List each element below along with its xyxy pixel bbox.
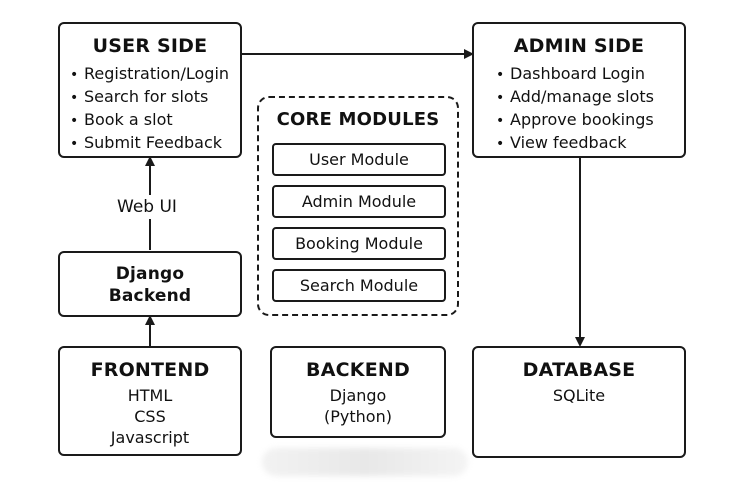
frontend-tech-list: HTML CSS Javascript: [60, 385, 240, 448]
list-item: CSS: [134, 407, 166, 426]
django-backend-line2: Backend: [108, 286, 192, 306]
list-item: SQLite: [552, 386, 606, 405]
core-modules-title: CORE MODULES: [276, 109, 440, 130]
database-title: DATABASE: [522, 359, 636, 381]
booking-module: Booking Module: [272, 227, 446, 260]
list-item: HTML: [127, 386, 173, 405]
database-tech-list: SQLite: [474, 385, 684, 406]
list-item: View feedback: [496, 132, 684, 155]
django-backend-line1: Django: [115, 264, 185, 284]
backend-title: BACKEND: [306, 359, 410, 381]
user-module: User Module: [272, 143, 446, 176]
backend-box: BACKEND Django (Python): [270, 346, 446, 438]
admin-module: Admin Module: [272, 185, 446, 218]
user-side-title: USER SIDE: [92, 35, 208, 57]
list-item: (Python): [324, 407, 392, 426]
user-side-box: USER SIDE Registration/Login Search for …: [58, 22, 242, 158]
search-module: Search Module: [272, 269, 446, 302]
admin-side-list: Dashboard Login Add/manage slots Approve…: [496, 63, 684, 155]
admin-side-box: ADMIN SIDE Dashboard Login Add/manage sl…: [472, 22, 686, 158]
backend-tech-list: Django (Python): [272, 385, 444, 427]
database-box: DATABASE SQLite: [472, 346, 686, 458]
frontend-title: FRONTEND: [90, 359, 210, 381]
admin-side-title: ADMIN SIDE: [513, 35, 645, 57]
list-item: Add/manage slots: [496, 86, 684, 109]
list-item: Search for slots: [70, 86, 240, 109]
list-item: Registration/Login: [70, 63, 240, 86]
web-ui-label: Web UI: [113, 195, 181, 219]
list-item: Django: [329, 386, 387, 405]
list-item: Approve bookings: [496, 109, 684, 132]
list-item: Dashboard Login: [496, 63, 684, 86]
list-item: Submit Feedback: [70, 132, 240, 155]
frontend-box: FRONTEND HTML CSS Javascript: [58, 346, 242, 456]
list-item: Javascript: [110, 428, 190, 447]
core-modules-group: CORE MODULES User Module Admin Module Bo…: [257, 96, 459, 316]
user-side-list: Registration/Login Search for slots Book…: [70, 63, 240, 155]
blurred-watermark: [262, 448, 468, 476]
django-backend-box: Django Backend: [58, 251, 242, 317]
list-item: Book a slot: [70, 109, 240, 132]
